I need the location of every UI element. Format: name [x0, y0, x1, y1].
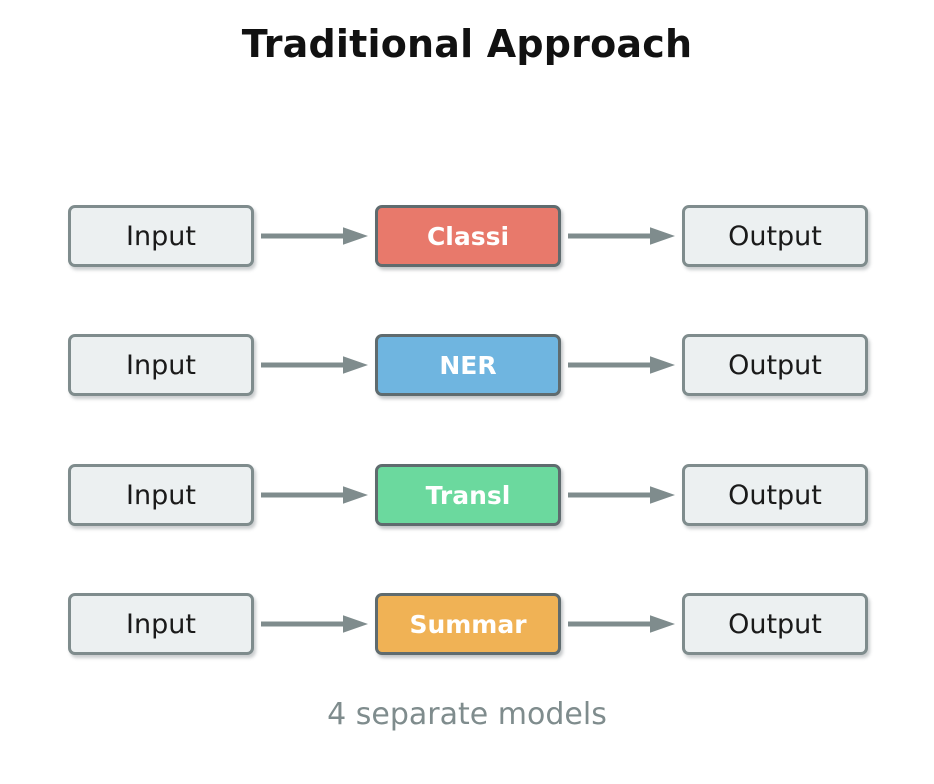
arrow-classi-to-output — [568, 225, 676, 247]
output-box-classification[interactable]: Output — [682, 205, 868, 267]
input-box-ner[interactable]: Input — [68, 334, 254, 396]
input-box-translation[interactable]: Input — [68, 464, 254, 526]
arrow-ner-to-output — [568, 354, 676, 376]
model-box-classification[interactable]: Classi — [375, 205, 561, 267]
input-box-classification[interactable]: Input — [68, 205, 254, 267]
pipeline-row-ner: Input NER Output — [0, 334, 934, 398]
arrow-input-to-classi — [261, 225, 369, 247]
model-box-translation[interactable]: Transl — [375, 464, 561, 526]
model-box-summarization[interactable]: Summar — [375, 593, 561, 655]
pipeline-row-classification: Input Classi Output — [0, 205, 934, 269]
arrow-input-to-transl — [261, 484, 369, 506]
arrow-summar-to-output — [568, 613, 676, 635]
pipeline-row-translation: Input Transl Output — [0, 464, 934, 528]
arrow-input-to-ner — [261, 354, 369, 376]
pipeline-row-summarization: Input Summar Output — [0, 593, 934, 657]
arrow-input-to-summar — [261, 613, 369, 635]
arrow-transl-to-output — [568, 484, 676, 506]
output-box-translation[interactable]: Output — [682, 464, 868, 526]
output-box-ner[interactable]: Output — [682, 334, 868, 396]
output-box-summarization[interactable]: Output — [682, 593, 868, 655]
page-title: Traditional Approach — [241, 22, 693, 66]
model-box-ner[interactable]: NER — [375, 334, 561, 396]
diagram-caption: 4 separate models — [327, 697, 607, 732]
input-box-summarization[interactable]: Input — [68, 593, 254, 655]
